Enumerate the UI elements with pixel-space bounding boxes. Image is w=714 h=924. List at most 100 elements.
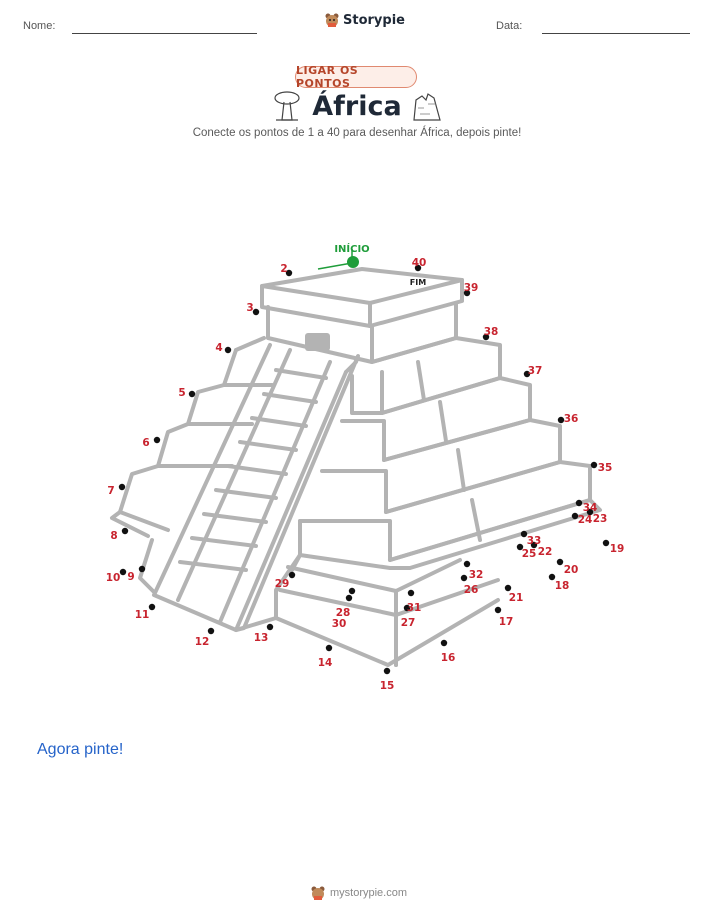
dot-number-31: 31 bbox=[407, 602, 422, 614]
dot-25[interactable] bbox=[516, 543, 524, 551]
dot-16[interactable] bbox=[440, 639, 448, 647]
dot-8[interactable] bbox=[121, 527, 129, 535]
dot-39[interactable] bbox=[463, 289, 471, 297]
name-label: Nome: bbox=[23, 20, 56, 32]
dot-number-7: 7 bbox=[107, 485, 114, 497]
color-prompt: Agora pinte! bbox=[37, 741, 124, 758]
dot-30[interactable] bbox=[348, 587, 356, 595]
dot-12[interactable] bbox=[207, 627, 215, 635]
dot-18[interactable] bbox=[548, 573, 556, 581]
date-label: Data: bbox=[496, 20, 523, 32]
dot-19[interactable] bbox=[602, 539, 610, 547]
dot-5[interactable] bbox=[188, 390, 196, 398]
start-dot[interactable] bbox=[347, 256, 359, 268]
dot-23[interactable] bbox=[586, 508, 594, 516]
name-line[interactable] bbox=[72, 33, 257, 34]
dot-10[interactable] bbox=[119, 568, 127, 576]
baobab-tree-icon bbox=[274, 91, 300, 121]
dot-number-17: 17 bbox=[499, 616, 514, 628]
dot-number-19: 19 bbox=[610, 543, 625, 555]
dot-11[interactable] bbox=[148, 603, 156, 611]
dot-22[interactable] bbox=[530, 541, 538, 549]
dot-number-16: 16 bbox=[441, 652, 456, 664]
dot-number-38: 38 bbox=[484, 326, 499, 338]
dot-number-11: 11 bbox=[135, 609, 150, 621]
dot-number-22: 22 bbox=[538, 546, 553, 558]
dot-number-28: 28 bbox=[336, 607, 351, 619]
dot-4[interactable] bbox=[224, 346, 232, 354]
dot-7[interactable] bbox=[118, 483, 126, 491]
dot-3[interactable] bbox=[252, 308, 260, 316]
dot-17[interactable] bbox=[494, 606, 502, 614]
dot-34[interactable] bbox=[575, 499, 583, 507]
dot-number-2: 2 bbox=[280, 263, 287, 275]
dot-number-33: 33 bbox=[527, 535, 542, 547]
dot-number-36: 36 bbox=[564, 413, 579, 425]
brand-logo: Storypie bbox=[324, 12, 405, 28]
dot-number-20: 20 bbox=[564, 564, 579, 576]
dot-number-9: 9 bbox=[127, 571, 134, 583]
dot-number-14: 14 bbox=[318, 657, 333, 669]
dot-33[interactable] bbox=[520, 530, 528, 538]
bear-icon bbox=[311, 886, 325, 900]
dot-29[interactable] bbox=[288, 571, 296, 579]
bear-icon bbox=[325, 13, 339, 27]
dot-38[interactable] bbox=[482, 333, 490, 341]
dot-number-24: 24 bbox=[578, 514, 593, 526]
page-title: África bbox=[312, 91, 402, 122]
footer: mystorypie.com bbox=[310, 885, 407, 901]
date-line[interactable] bbox=[542, 33, 690, 34]
end-label: FIM bbox=[410, 278, 426, 287]
dot-number-39: 39 bbox=[464, 282, 479, 294]
rock-monument-icon bbox=[413, 93, 441, 121]
dot-2[interactable] bbox=[285, 269, 293, 277]
dot-20[interactable] bbox=[556, 558, 564, 566]
dot-number-26: 26 bbox=[464, 584, 479, 596]
dot-number-37: 37 bbox=[528, 365, 543, 377]
dot-35[interactable] bbox=[590, 461, 598, 469]
start-label: INÍCIO bbox=[334, 242, 369, 255]
footer-url[interactable]: mystorypie.com bbox=[330, 887, 408, 899]
dot-number-3: 3 bbox=[246, 302, 253, 314]
dot-number-5: 5 bbox=[178, 387, 185, 399]
dot-32[interactable] bbox=[463, 560, 471, 568]
dot-number-4: 4 bbox=[215, 342, 222, 354]
dot-number-25: 25 bbox=[522, 548, 537, 560]
dot-number-29: 29 bbox=[275, 578, 290, 590]
dot-number-23: 23 bbox=[593, 513, 608, 525]
dot-number-21: 21 bbox=[509, 592, 524, 604]
dot-number-34: 34 bbox=[583, 502, 598, 514]
dot-number-8: 8 bbox=[110, 530, 117, 542]
dot-26[interactable] bbox=[460, 574, 468, 582]
dot-number-40: 40 bbox=[412, 257, 427, 269]
dot-6[interactable] bbox=[153, 436, 161, 444]
dot-13[interactable] bbox=[266, 623, 274, 631]
dot-21[interactable] bbox=[504, 584, 512, 592]
brand-name: Storypie bbox=[343, 12, 405, 28]
dot-number-13: 13 bbox=[254, 632, 269, 644]
dot-9[interactable] bbox=[138, 565, 146, 573]
dot-14[interactable] bbox=[325, 644, 333, 652]
dot-number-12: 12 bbox=[195, 636, 210, 648]
dot-number-10: 10 bbox=[106, 572, 121, 584]
start-direction-line bbox=[317, 262, 353, 270]
dot-37[interactable] bbox=[523, 370, 531, 378]
dot-number-32: 32 bbox=[469, 569, 484, 581]
dot-number-18: 18 bbox=[555, 580, 570, 592]
dot-40[interactable] bbox=[414, 264, 422, 272]
activity-badge: LIGAR OS PONTOS bbox=[295, 64, 417, 90]
dot-36[interactable] bbox=[557, 416, 565, 424]
dot-number-30: 30 bbox=[332, 618, 347, 630]
instructions: Conecte os pontos de 1 a 40 para desenha… bbox=[192, 127, 522, 139]
dot-number-6: 6 bbox=[142, 437, 149, 449]
dot-15[interactable] bbox=[383, 667, 391, 675]
dot-28[interactable] bbox=[345, 594, 353, 602]
dot-27[interactable] bbox=[403, 604, 411, 612]
dot-number-15: 15 bbox=[380, 680, 395, 692]
dot-number-27: 27 bbox=[401, 617, 416, 629]
dot-number-35: 35 bbox=[598, 462, 613, 474]
dot-24[interactable] bbox=[571, 512, 579, 520]
dot-31[interactable] bbox=[407, 589, 415, 597]
